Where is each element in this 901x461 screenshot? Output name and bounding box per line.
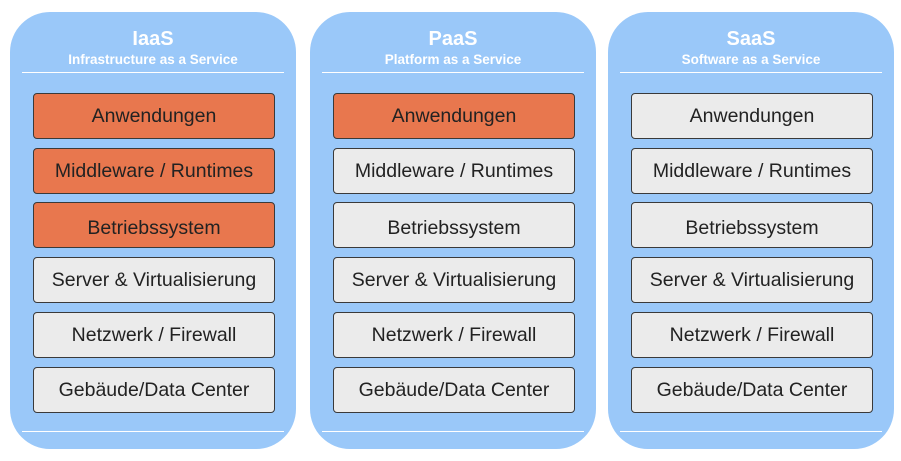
column-iaas: IaaS Infrastructure as a Service Anwendu… (10, 12, 296, 449)
layer-label: Betriebssystem (87, 217, 221, 239)
header-divider (22, 72, 284, 73)
layer-label: Middleware / Runtimes (354, 160, 554, 182)
layer-betriebssystem: Betriebssystem (631, 202, 873, 248)
layer-label: Betriebssystem (387, 217, 521, 239)
column-subtitle-saas: Software as a Service (681, 52, 821, 67)
layer-label: Netzwerk / Firewall (371, 324, 537, 346)
layer-gebaeude-data-center: Gebäude/Data Center (33, 367, 275, 413)
layer-label: Gebäude/Data Center (58, 379, 250, 401)
layer-gebaeude-data-center: Gebäude/Data Center (631, 367, 873, 413)
layer-label: Netzwerk / Firewall (669, 324, 835, 346)
column-subtitle-iaas: Infrastructure as a Service (68, 52, 238, 67)
layer-label: Anwendungen (391, 105, 517, 127)
column-title-saas: SaaS (726, 28, 776, 50)
layer-anwendungen: Anwendungen (333, 93, 575, 139)
layer-server-virtualisierung: Server & Virtualisierung (631, 257, 873, 303)
layer-middleware: Middleware / Runtimes (333, 148, 575, 194)
layer-label: Server & Virtualisierung (351, 269, 557, 291)
layer-label: Betriebssystem (685, 217, 819, 239)
layer-label: Middleware / Runtimes (54, 160, 254, 182)
footer-divider (620, 431, 882, 432)
footer-divider (322, 431, 584, 432)
layer-server-virtualisierung: Server & Virtualisierung (33, 257, 275, 303)
layer-server-virtualisierung: Server & Virtualisierung (333, 257, 575, 303)
column-title-paas: PaaS (428, 28, 478, 50)
layer-middleware: Middleware / Runtimes (33, 148, 275, 194)
layer-netzwerk-firewall: Netzwerk / Firewall (333, 312, 575, 358)
column-saas: SaaS Software as a Service Anwendungen M… (608, 12, 894, 449)
layer-label: Server & Virtualisierung (51, 269, 257, 291)
layer-label: Anwendungen (91, 105, 217, 127)
layer-netzwerk-firewall: Netzwerk / Firewall (631, 312, 873, 358)
layer-anwendungen: Anwendungen (631, 93, 873, 139)
layer-middleware: Middleware / Runtimes (631, 148, 873, 194)
layer-label: Anwendungen (689, 105, 815, 127)
column-subtitle-paas: Platform as a Service (384, 52, 522, 67)
layer-anwendungen: Anwendungen (33, 93, 275, 139)
layer-netzwerk-firewall: Netzwerk / Firewall (33, 312, 275, 358)
footer-divider (22, 431, 284, 432)
layer-label: Gebäude/Data Center (656, 379, 848, 401)
header-divider (620, 72, 882, 73)
header-divider (322, 72, 584, 73)
layer-betriebssystem: Betriebssystem (33, 202, 275, 248)
layer-label: Server & Virtualisierung (649, 269, 855, 291)
layer-label: Middleware / Runtimes (652, 160, 852, 182)
layer-gebaeude-data-center: Gebäude/Data Center (333, 367, 575, 413)
column-paas: PaaS Platform as a Service Anwendungen M… (310, 12, 596, 449)
layer-betriebssystem: Betriebssystem (333, 202, 575, 248)
column-title-iaas: IaaS (132, 28, 174, 50)
layer-label: Netzwerk / Firewall (71, 324, 237, 346)
layer-label: Gebäude/Data Center (358, 379, 550, 401)
